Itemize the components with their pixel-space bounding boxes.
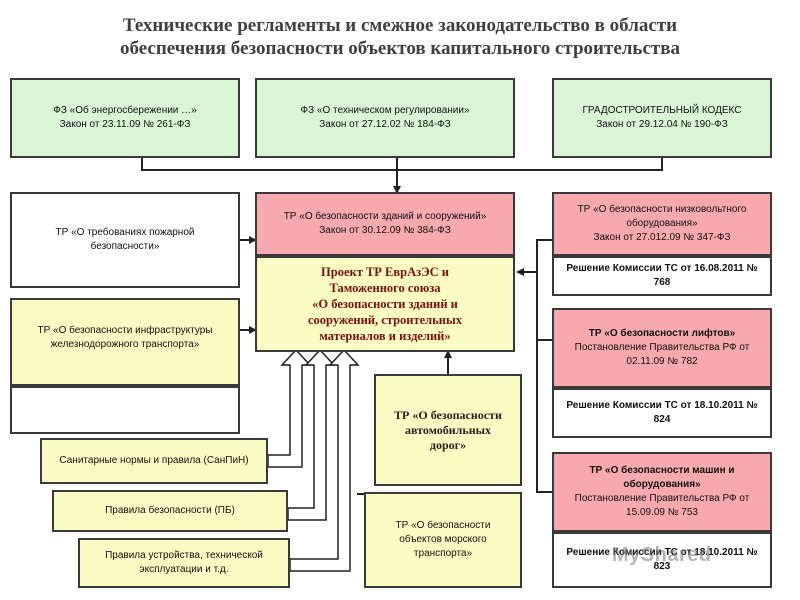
connector-top — [141, 158, 663, 192]
tr-lifts-box: ТР «О безопасности лифтов» Постановление… — [552, 308, 772, 388]
law-energy-saving-number: Закон от 23.11.09 № 261-ФЗ — [59, 119, 191, 130]
tr-roads-name: ТР «О безопасности автомобильных дорог» — [394, 407, 502, 452]
tr-machines-name: ТР «О безопасности машин и оборудования» — [589, 465, 735, 490]
page-title: Технические регламенты и смежное законод… — [20, 14, 780, 60]
tr-machines-decision: Решение Комиссии ТС от 18.10.2011 № 823 — [566, 547, 758, 572]
eaeu-project-line-5: материалов и изделий» — [319, 329, 451, 343]
law-tech-regulation-name: ФЗ «О техническом регулировании» — [300, 105, 470, 116]
eaeu-project-box: Проект ТР ЕврАзЭС и Таможенного союза «О… — [255, 256, 515, 352]
tr-roads-box: ТР «О безопасности автомобильных дорог» — [374, 374, 522, 486]
tr-sea-transport-name: ТР «О безопасности объектов морского тра… — [395, 520, 491, 559]
urban-planning-code-box: ГРАДОСТРОИТЕЛЬНЫЙ КОДЕКС Закон от 29.12.… — [552, 78, 772, 158]
tr-railway-name: ТР «О безопасности инфраструктуры железн… — [37, 325, 213, 350]
tr-railway-empty-box — [10, 386, 240, 434]
connector-lowvolt — [516, 239, 552, 276]
sanpin-box: Санитарные нормы и правила (СанПиН) — [40, 438, 268, 484]
law-energy-saving-box: ФЗ «Об энергосбережении …» Закон от 23.1… — [10, 78, 240, 158]
urban-planning-code-name: ГРАДОСТРОИТЕЛЬНЫЙ КОДЕКС — [582, 105, 742, 116]
tr-sea-transport-box: ТР «О безопасности объектов морского тра… — [364, 492, 522, 588]
connector-lifts — [536, 272, 552, 341]
watermark: MyShared — [612, 544, 712, 566]
tr-buildings-number: Закон от 30.12.09 № 384-ФЗ — [319, 225, 451, 236]
law-tech-regulation-box: ФЗ «О техническом регулировании» Закон о… — [255, 78, 515, 158]
eaeu-project-line-4: сооружений, строительных — [308, 313, 462, 327]
tr-buildings-name: ТР «О безопасности зданий и сооружений» — [283, 211, 487, 222]
title-line-2: обеспечения безопасности объектов капита… — [119, 38, 681, 59]
tr-machines-decision-box: Решение Комиссии ТС от 18.10.2011 № 823 — [552, 532, 772, 588]
operation-rules-box: Правила устройства, технической эксплуат… — [78, 538, 290, 588]
hollow-arrow-rules — [289, 348, 360, 572]
hollow-arrows — [267, 348, 360, 572]
tr-machines-box: ТР «О безопасности машин и оборудования»… — [552, 452, 772, 532]
title-line-1: Технические регламенты и смежное законод… — [122, 15, 678, 36]
connector-machines — [536, 340, 552, 493]
tr-low-voltage-decision: Решение Комиссии ТС от 16.08.2011 № 768 — [566, 263, 758, 288]
tr-low-voltage-box: ТР «О безопасности низковольтного оборуд… — [552, 192, 772, 256]
operation-rules-name: Правила устройства, технической эксплуат… — [105, 550, 263, 575]
tr-fire-safety-box: ТР «О требованиях пожарной безопасности» — [10, 192, 240, 288]
tr-low-voltage-number: Закон от 27.012.09 № 347-ФЗ — [593, 232, 731, 243]
safety-rules-box: Правила безопасности (ПБ) — [52, 490, 288, 532]
eaeu-project-line-1: Проект ТР ЕврАзЭС и — [321, 265, 449, 279]
tr-machines-number: Постановление Правительства РФ от 15.09.… — [574, 493, 750, 518]
eaeu-project-line-2: Таможенного союза — [329, 281, 441, 295]
hollow-arrow-pb — [287, 348, 336, 521]
tr-lifts-decision-box: Решение Комиссии ТС от 18.10.2011 № 824 — [552, 388, 772, 438]
law-tech-regulation-number: Закон от 27.12.02 № 184-ФЗ — [319, 119, 451, 130]
sanpin-name: Санитарные нормы и правила (СанПиН) — [59, 455, 249, 466]
tr-railway-box: ТР «О безопасности инфраструктуры железн… — [10, 298, 240, 386]
hollow-arrow-sanpin — [267, 348, 312, 468]
tr-fire-safety-name: ТР «О требованиях пожарной безопасности» — [55, 227, 195, 252]
safety-rules-name: Правила безопасности (ПБ) — [105, 505, 235, 516]
tr-lifts-number: Постановление Правительства РФ от 02.11.… — [574, 342, 750, 367]
tr-low-voltage-name: ТР «О безопасности низковольтного оборуд… — [577, 204, 747, 229]
law-energy-saving-name: ФЗ «Об энергосбережении …» — [53, 105, 197, 116]
tr-buildings-box: ТР «О безопасности зданий и сооружений» … — [255, 192, 515, 256]
tr-lifts-name: ТР «О безопасности лифтов» — [588, 328, 736, 339]
eaeu-project-line-3: «О безопасности зданий и — [312, 297, 458, 311]
tr-low-voltage-decision-box: Решение Комиссии ТС от 16.08.2011 № 768 — [552, 256, 772, 296]
tr-lifts-decision: Решение Комиссии ТС от 18.10.2011 № 824 — [566, 400, 758, 425]
urban-planning-code-number: Закон от 29.12.04 № 190-ФЗ — [596, 119, 728, 130]
